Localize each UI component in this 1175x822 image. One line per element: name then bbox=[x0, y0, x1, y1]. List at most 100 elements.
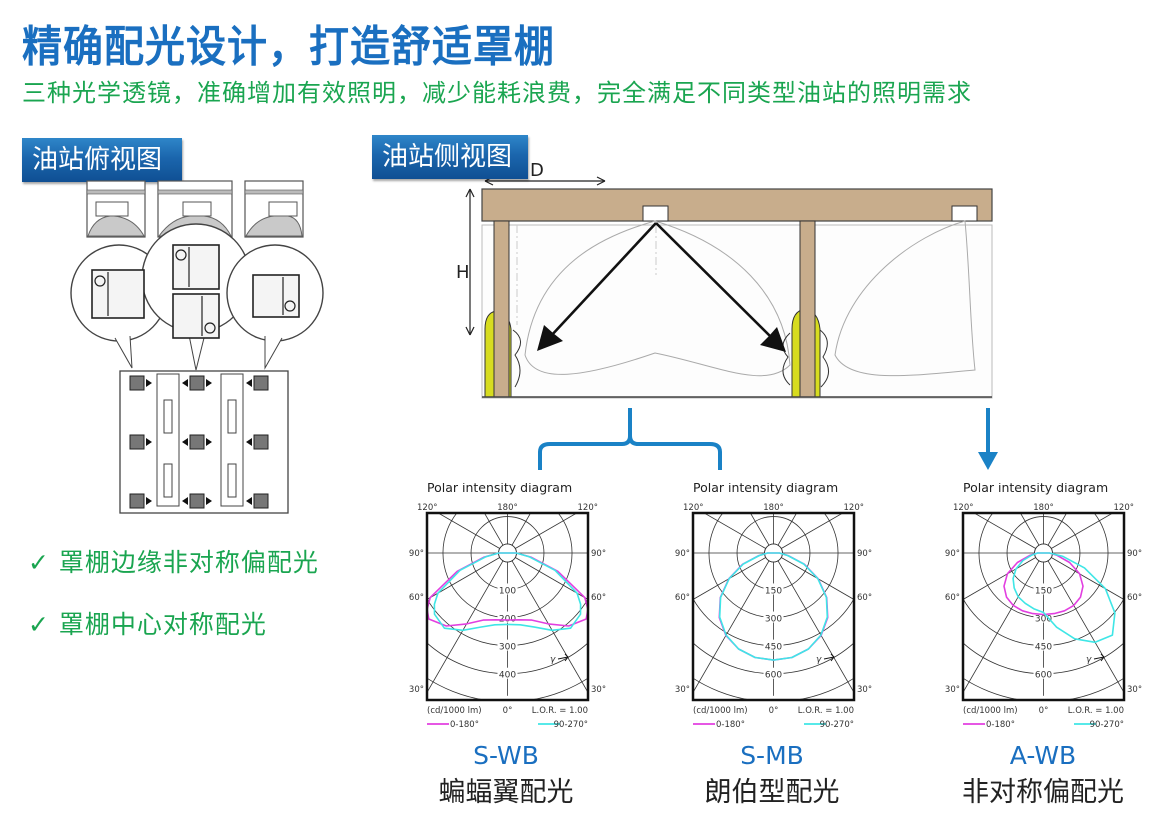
angle-label: 120° bbox=[844, 503, 864, 513]
dimension-d bbox=[484, 176, 606, 186]
polar-spoke bbox=[515, 513, 578, 549]
radial-tick-label: 300 bbox=[499, 643, 516, 653]
polar-spoke bbox=[1051, 557, 1124, 600]
chart-frame bbox=[691, 511, 856, 702]
angle-label: 60° bbox=[675, 593, 690, 603]
gamma-arrow-icon bbox=[1093, 653, 1106, 662]
fixture-elevation-right bbox=[244, 180, 304, 238]
angle-label: 90° bbox=[1127, 549, 1142, 559]
side-view-badge: 油站侧视图 bbox=[372, 135, 528, 179]
angle-label: 90° bbox=[857, 549, 872, 559]
radial-tick-label: 150 bbox=[765, 586, 782, 596]
canopy-beam bbox=[481, 188, 993, 222]
polar-spoke bbox=[1047, 560, 1124, 694]
gamma-label: γ bbox=[1086, 655, 1092, 665]
pump-island-left bbox=[156, 373, 180, 507]
radial-tick-label: 300 bbox=[1035, 615, 1052, 625]
angle-label: 120° bbox=[578, 503, 598, 513]
dimension-d-label: D bbox=[530, 160, 544, 181]
feature-text: 罩棚中心对称配光 bbox=[58, 610, 267, 639]
page-subtitle: 三种光学透镜，准确增加有效照明，减少能耗浪费，完全满足不同类型油站的照明需求 bbox=[22, 79, 972, 107]
angle-label: 180° bbox=[763, 503, 783, 513]
polar-spoke bbox=[515, 557, 588, 600]
polar-spoke bbox=[427, 560, 504, 694]
angle-label: 90° bbox=[675, 549, 690, 559]
radial-tick-label: 400 bbox=[499, 671, 516, 681]
polar-spoke bbox=[781, 557, 854, 600]
angle-label: 30° bbox=[591, 685, 606, 695]
polar-spoke bbox=[963, 560, 1040, 694]
angle-label: 30° bbox=[409, 685, 424, 695]
polar-spoke bbox=[1051, 513, 1114, 549]
angle-label: 30° bbox=[1127, 685, 1142, 695]
legend-label: 0-180° bbox=[986, 720, 1015, 728]
dimension-h bbox=[465, 188, 475, 336]
connectors bbox=[538, 408, 998, 470]
unit-label: (cd/1000 lm) bbox=[693, 706, 748, 716]
chart-name-label: 朗伯型配光 bbox=[704, 777, 840, 808]
angle-label: 60° bbox=[1127, 593, 1142, 603]
intensity-curve-0-180 bbox=[427, 552, 588, 627]
polar-spoke bbox=[781, 513, 844, 549]
bracket-connector bbox=[538, 408, 722, 470]
feature-item: ✓ 罩棚边缘非对称偏配光 bbox=[28, 543, 319, 579]
angle-label: 60° bbox=[409, 593, 424, 603]
angle-label: 0° bbox=[769, 706, 779, 716]
intensity-curve-90-270 bbox=[433, 552, 582, 632]
angle-label: 120° bbox=[417, 503, 437, 513]
angle-label: 180° bbox=[497, 503, 517, 513]
radial-tick-label: 100 bbox=[499, 586, 516, 596]
fixture-elevation-left bbox=[86, 180, 146, 238]
chart-name-label: 非对称偏配光 bbox=[962, 777, 1124, 808]
angle-label: 30° bbox=[945, 685, 960, 695]
side-view-diagram bbox=[465, 176, 993, 399]
angle-label: 30° bbox=[675, 685, 690, 695]
angle-label: 90° bbox=[945, 549, 960, 559]
radial-tick-label: 600 bbox=[1035, 671, 1052, 681]
angle-label: 30° bbox=[857, 685, 872, 695]
chart-title: Polar intensity diagram bbox=[427, 483, 572, 495]
gamma-label: γ bbox=[550, 655, 556, 665]
chart-title: Polar intensity diagram bbox=[693, 483, 838, 495]
light-fixture-center bbox=[642, 205, 669, 222]
angle-label: 60° bbox=[591, 593, 606, 603]
chart-code-label: S-WB bbox=[473, 741, 539, 770]
polar-spoke bbox=[693, 560, 770, 694]
polar-spoke bbox=[703, 513, 766, 549]
gamma-arrow-icon bbox=[557, 653, 570, 662]
gamma-label: γ bbox=[816, 655, 822, 665]
checkmark-icon: ✓ bbox=[28, 548, 50, 577]
top-view-diagram bbox=[70, 180, 324, 514]
legend-label: 90-270° bbox=[820, 720, 854, 728]
unit-label: (cd/1000 lm) bbox=[427, 706, 482, 716]
down-arrow-icon bbox=[978, 408, 998, 470]
feature-text: 罩棚边缘非对称偏配光 bbox=[58, 548, 319, 577]
legend-label: 90-270° bbox=[1090, 720, 1124, 728]
intensity-curve-90-270 bbox=[1012, 552, 1116, 644]
intensity-curve-0-180 bbox=[1003, 552, 1084, 616]
light-fixture-edge bbox=[951, 205, 978, 222]
lor-label: L.O.R. = 1.00 bbox=[798, 706, 854, 716]
angle-label: 60° bbox=[857, 593, 872, 603]
polar-spoke bbox=[693, 557, 766, 600]
intensity-curve-90-270 bbox=[718, 552, 829, 661]
pump-island-right bbox=[220, 373, 244, 507]
gamma-arrow-icon bbox=[823, 653, 836, 662]
legend-label: 0-180° bbox=[450, 720, 479, 728]
feature-item: ✓ 罩棚中心对称配光 bbox=[28, 605, 267, 641]
beam-arrow-left bbox=[537, 222, 657, 351]
angle-label: 0° bbox=[503, 706, 513, 716]
radial-tick-label: 150 bbox=[1035, 586, 1052, 596]
angle-label: 90° bbox=[409, 549, 424, 559]
radial-tick-label: 450 bbox=[1035, 643, 1052, 653]
radial-tick-label: 450 bbox=[765, 643, 782, 653]
angle-label: 0° bbox=[1039, 706, 1049, 716]
radial-tick-label: 600 bbox=[765, 671, 782, 681]
chart-code-label: A-WB bbox=[1009, 741, 1077, 770]
beam-arrow-right bbox=[655, 222, 786, 352]
chart-name-label: 蝙蝠翼配光 bbox=[438, 777, 574, 808]
pillar-left bbox=[484, 220, 512, 398]
